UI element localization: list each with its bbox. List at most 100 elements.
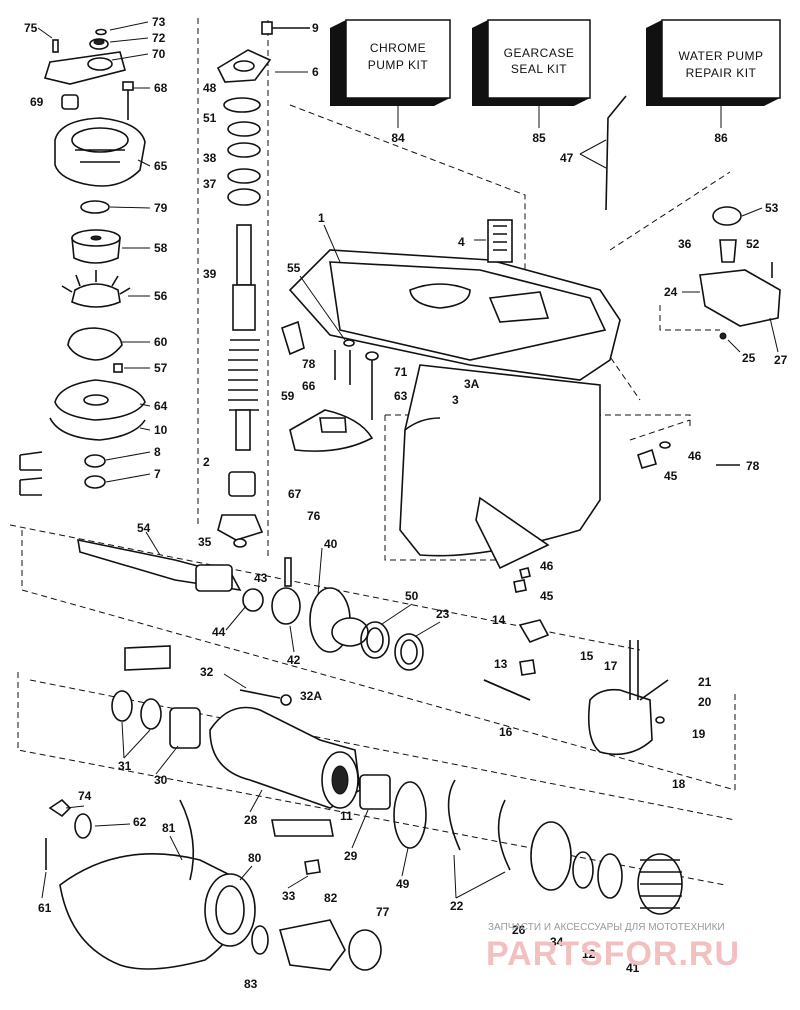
part-label-15: 15 [580, 649, 594, 663]
prop-shaft-parts [77, 538, 424, 671]
part-label-7: 7 [154, 467, 161, 481]
part-label-83: 83 [244, 977, 258, 991]
part-label-32A: 32A [300, 689, 322, 703]
bearing-carrier-parts [111, 645, 683, 915]
part-label-49: 49 [396, 877, 410, 891]
kit-box-chrome: CHROME PUMP KIT [330, 19, 451, 106]
kit-box-chrome-line1: CHROME [370, 41, 426, 55]
part-label-70: 70 [152, 47, 166, 61]
part-label-65: 65 [154, 159, 168, 173]
part-label-52: 52 [746, 237, 760, 251]
part-label-46-b: 46 [540, 559, 554, 573]
part-label-16: 16 [499, 725, 513, 739]
part-label-21: 21 [698, 675, 712, 689]
part-label-14: 14 [492, 613, 506, 627]
part-label-42: 42 [287, 653, 301, 667]
part-label-64: 64 [154, 399, 168, 413]
part-label-8: 8 [154, 445, 161, 459]
watermark: ЗАПЧАСТИ И АКСЕССУАРЫ ДЛЯ МОТОТЕХНИКИ PA… [486, 922, 740, 973]
kit-box-gearcase: GEARCASE SEAL KIT [472, 19, 591, 106]
watermark-brand: PARTSFOR.RU [486, 935, 740, 973]
kit-box-gearcase-line1: GEARCASE [504, 46, 575, 60]
part-label-19: 19 [692, 727, 706, 741]
part-label-29: 29 [344, 849, 358, 863]
part-label-4: 4 [458, 235, 465, 249]
part-label-55: 55 [287, 261, 301, 275]
part-label-62: 62 [133, 815, 147, 829]
part-label-71: 71 [394, 365, 408, 379]
kit-box-gearcase-number: 85 [532, 131, 546, 145]
watermark-tagline: ЗАПЧАСТИ И АКСЕССУАРЫ ДЛЯ МОТОТЕХНИКИ [488, 922, 725, 933]
part-label-53: 53 [765, 201, 779, 215]
part-label-37: 37 [203, 177, 217, 191]
part-label-69: 69 [30, 95, 44, 109]
part-label-3A: 3A [464, 377, 480, 391]
part-label-68: 68 [154, 81, 168, 95]
gearcase-housing [281, 219, 621, 570]
part-label-57: 57 [154, 361, 168, 375]
part-label-45-a: 45 [664, 469, 678, 483]
part-label-43: 43 [254, 571, 268, 585]
part-label-45-b: 45 [540, 589, 554, 603]
driveshaft-parts [216, 21, 310, 548]
part-label-56: 56 [154, 289, 168, 303]
part-label-41: 41 [626, 961, 640, 975]
part-label-20: 20 [698, 695, 712, 709]
shift-rod-and-cover [513, 95, 781, 593]
part-label-73: 73 [152, 15, 166, 29]
part-label-13: 13 [494, 657, 508, 671]
part-label-78-b: 78 [746, 459, 760, 473]
part-label-32: 32 [200, 665, 214, 679]
part-label-61: 61 [38, 901, 52, 915]
part-label-81: 81 [162, 821, 176, 835]
part-label-35: 35 [198, 535, 212, 549]
part-label-67: 67 [288, 487, 302, 501]
part-label-27: 27 [774, 353, 788, 367]
part-label-46-a: 46 [688, 449, 702, 463]
part-label-63: 63 [394, 389, 408, 403]
kit-box-waterpump-line1: WATER PUMP [679, 49, 764, 63]
part-label-80: 80 [248, 851, 262, 865]
kit-box-gearcase-line2: SEAL KIT [511, 62, 567, 76]
part-label-18: 18 [672, 777, 686, 791]
part-label-50: 50 [405, 589, 419, 603]
part-label-22: 22 [450, 899, 464, 913]
part-label-25: 25 [742, 351, 756, 365]
kit-box-waterpump-line2: REPAIR KIT [686, 66, 757, 80]
kit-box-chrome-number: 84 [391, 131, 405, 145]
water-pump-parts [19, 28, 146, 496]
kit-box-waterpump-number: 86 [714, 131, 728, 145]
part-label-72: 72 [152, 31, 166, 45]
part-label-34: 34 [550, 935, 564, 949]
part-label-60: 60 [154, 335, 168, 349]
part-label-58: 58 [154, 241, 168, 255]
part-label-2: 2 [203, 455, 210, 469]
leader-lines [37, 21, 779, 899]
part-label-59: 59 [281, 389, 295, 403]
part-label-47: 47 [560, 151, 574, 165]
part-label-77: 77 [376, 905, 390, 919]
part-label-6: 6 [312, 65, 319, 79]
part-label-40: 40 [324, 537, 338, 551]
part-label-31: 31 [118, 759, 132, 773]
kit-box-waterpump: WATER PUMP REPAIR KIT [646, 19, 781, 106]
part-label-44: 44 [212, 625, 226, 639]
part-label-30: 30 [154, 773, 168, 787]
part-label-10: 10 [154, 423, 168, 437]
part-label-38: 38 [203, 151, 217, 165]
part-label-66: 66 [302, 379, 316, 393]
part-label-11: 11 [340, 809, 353, 823]
part-label-26: 26 [512, 923, 526, 937]
shift-assembly [483, 619, 669, 756]
part-label-79: 79 [154, 201, 168, 215]
propeller [45, 798, 382, 971]
part-label-23: 23 [436, 607, 450, 621]
part-label-76: 76 [307, 509, 321, 523]
part-label-24: 24 [664, 285, 678, 299]
part-number-labels: 75 73 72 70 69 68 65 79 58 56 60 57 64 1… [24, 15, 788, 991]
part-label-9: 9 [312, 21, 319, 35]
part-label-28: 28 [244, 813, 258, 827]
kit-box-chrome-line2: PUMP KIT [368, 58, 429, 72]
